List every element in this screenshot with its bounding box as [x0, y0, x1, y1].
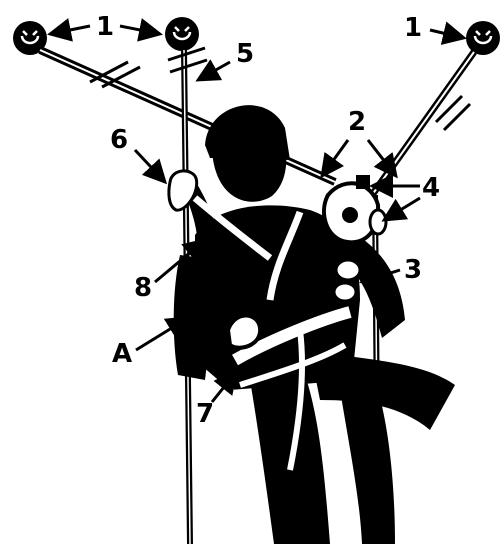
descender-device [324, 175, 378, 242]
label-1-left: 1 [96, 12, 114, 42]
label-8: 8 [134, 273, 152, 303]
label-3: 3 [404, 255, 422, 285]
anchor-top-right [466, 21, 500, 55]
anchor-top-center [165, 17, 199, 51]
label-7: 7 [196, 399, 214, 429]
rope-grab-device [370, 210, 386, 234]
label-1-right: 1 [404, 13, 422, 43]
label-2: 2 [348, 107, 366, 137]
label-5: 5 [236, 39, 254, 69]
backup-device [228, 316, 260, 348]
label-6: 6 [110, 125, 128, 155]
label-A: A [112, 339, 132, 369]
label-4: 4 [422, 173, 440, 203]
